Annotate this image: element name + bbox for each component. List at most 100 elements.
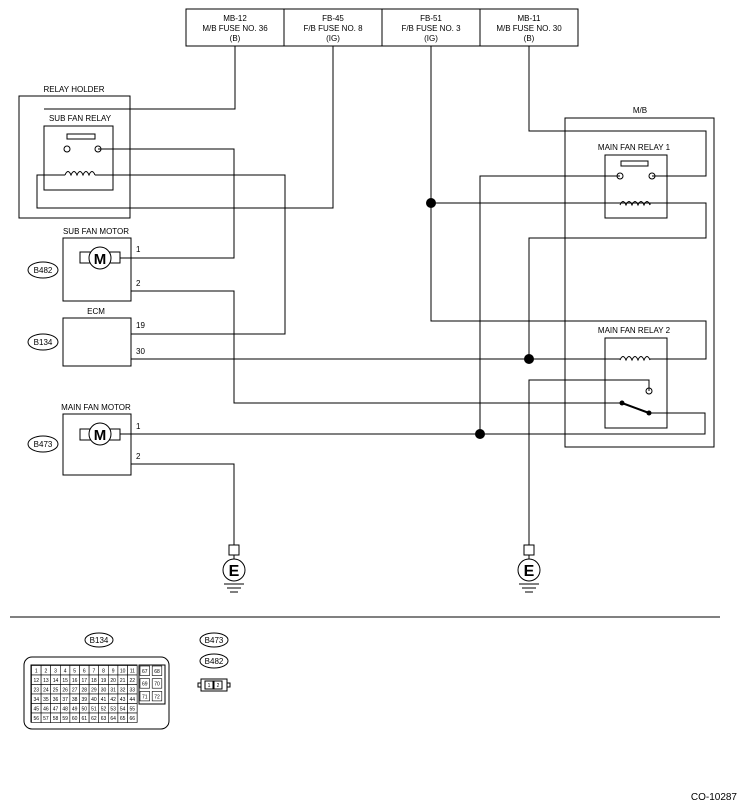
pin-number: 14	[53, 678, 59, 684]
ground-terminal	[523, 544, 535, 556]
pin-number: 52	[101, 706, 107, 712]
pin-number: 10	[120, 668, 126, 674]
pin-number: 46	[43, 706, 49, 712]
pin-number: 29	[91, 687, 97, 693]
connector-label: B473	[205, 636, 224, 645]
ecm: ECM B134 19 30	[27, 307, 145, 367]
pin-number: 65	[120, 716, 126, 722]
connector-label: B134	[90, 636, 109, 645]
wire	[95, 174, 286, 335]
pin-number: 60	[72, 716, 78, 722]
pin-number: 24	[43, 687, 49, 693]
connector-cell	[204, 680, 214, 690]
pin-number: 36	[53, 697, 59, 703]
connector-badge	[27, 435, 59, 453]
pin-number: 23	[34, 687, 40, 693]
pin-number: 5	[73, 668, 76, 674]
wire	[120, 412, 706, 435]
ground-icon	[517, 558, 541, 582]
pin-number: 50	[82, 706, 88, 712]
wire-junction	[426, 198, 436, 208]
pin-label: 2	[136, 279, 141, 288]
pin-number: 55	[130, 706, 136, 712]
pin-number: 2	[217, 683, 220, 689]
wire	[430, 46, 707, 360]
pin-number: 54	[120, 706, 126, 712]
pin-number: 8	[102, 668, 105, 674]
pin-number: 49	[72, 706, 78, 712]
connector-cell	[151, 691, 163, 702]
pin-number: 30	[101, 687, 107, 693]
pin-number: 51	[91, 706, 97, 712]
fuse-name: FB-45	[322, 14, 344, 23]
ground-symbol: E	[524, 563, 535, 580]
pin-number: 68	[154, 669, 160, 675]
ground-icon	[222, 558, 246, 582]
fuse-desc: M/B FUSE NO. 30	[496, 24, 562, 33]
pin-number: 3	[54, 668, 57, 674]
pin-number: 38	[72, 697, 78, 703]
pin-label: 19	[136, 321, 145, 330]
fuse-desc: M/B FUSE NO. 36	[202, 24, 268, 33]
connector-label: B473	[34, 440, 53, 449]
pin-number: 9	[112, 668, 115, 674]
relay-switch-arm	[621, 402, 650, 414]
wire-junction	[475, 429, 485, 439]
pin-number: 37	[62, 697, 68, 703]
relay-coil	[619, 201, 651, 207]
connector-badge	[27, 261, 59, 279]
sub-fan-relay-frame	[43, 125, 114, 191]
pin-number: 61	[82, 716, 88, 722]
connector-cell	[139, 678, 150, 689]
main-fan-motor: MAIN FAN MOTOR M B473 1 2	[27, 403, 141, 476]
relay-coil	[619, 356, 651, 362]
pin-number: 2	[45, 668, 48, 674]
pin-number: 44	[130, 697, 136, 703]
pin-number: 1	[35, 668, 38, 674]
fuse-header: MB-12 M/B FUSE NO. 36 (B) FB-45 F/B FUSE…	[185, 8, 579, 47]
pin-number: 69	[142, 682, 148, 688]
pin-number: 42	[110, 697, 116, 703]
connector-label: B482	[205, 657, 224, 666]
pin-number: 34	[34, 697, 40, 703]
pin-number: 19	[101, 678, 107, 684]
relay-holder-label: RELAY HOLDER	[43, 85, 104, 94]
wire	[36, 46, 334, 209]
connector-latch	[197, 682, 202, 688]
fuse-circuit: (IG)	[424, 34, 438, 43]
relay-switch-bar	[66, 133, 96, 140]
pin-number: 18	[91, 678, 97, 684]
wire	[131, 463, 235, 545]
pin-number: 63	[101, 716, 107, 722]
pin-number: 41	[101, 697, 107, 703]
wire-junction	[524, 354, 534, 364]
main-fan-motor-label: MAIN FAN MOTOR	[61, 403, 131, 412]
main-fan-relay-1-label: MAIN FAN RELAY 1	[598, 143, 671, 152]
pin-number: 70	[154, 682, 160, 688]
pin-number: 64	[110, 716, 116, 722]
ground-symbol: E	[229, 563, 240, 580]
ground-left: E	[222, 544, 246, 593]
pin-label: 2	[136, 452, 141, 461]
wire	[479, 175, 620, 434]
wires	[36, 46, 707, 545]
connector-cell	[151, 665, 163, 676]
fuse-name: MB-12	[223, 14, 247, 23]
connector-label: B134	[34, 338, 53, 347]
pin-label: 1	[136, 245, 141, 254]
pin-number: 21	[120, 678, 126, 684]
pin-number: 72	[154, 694, 160, 700]
connector-latch	[226, 682, 231, 688]
pin-number: 6	[83, 668, 86, 674]
pin-number: 48	[62, 706, 68, 712]
motor-icon	[88, 422, 112, 446]
pin-number: 17	[82, 678, 88, 684]
pin-number: 7	[93, 668, 96, 674]
pin-number: 45	[34, 706, 40, 712]
pin-number: 32	[120, 687, 126, 693]
wire	[131, 290, 622, 404]
main-fan-relay-2-frame	[604, 337, 668, 429]
